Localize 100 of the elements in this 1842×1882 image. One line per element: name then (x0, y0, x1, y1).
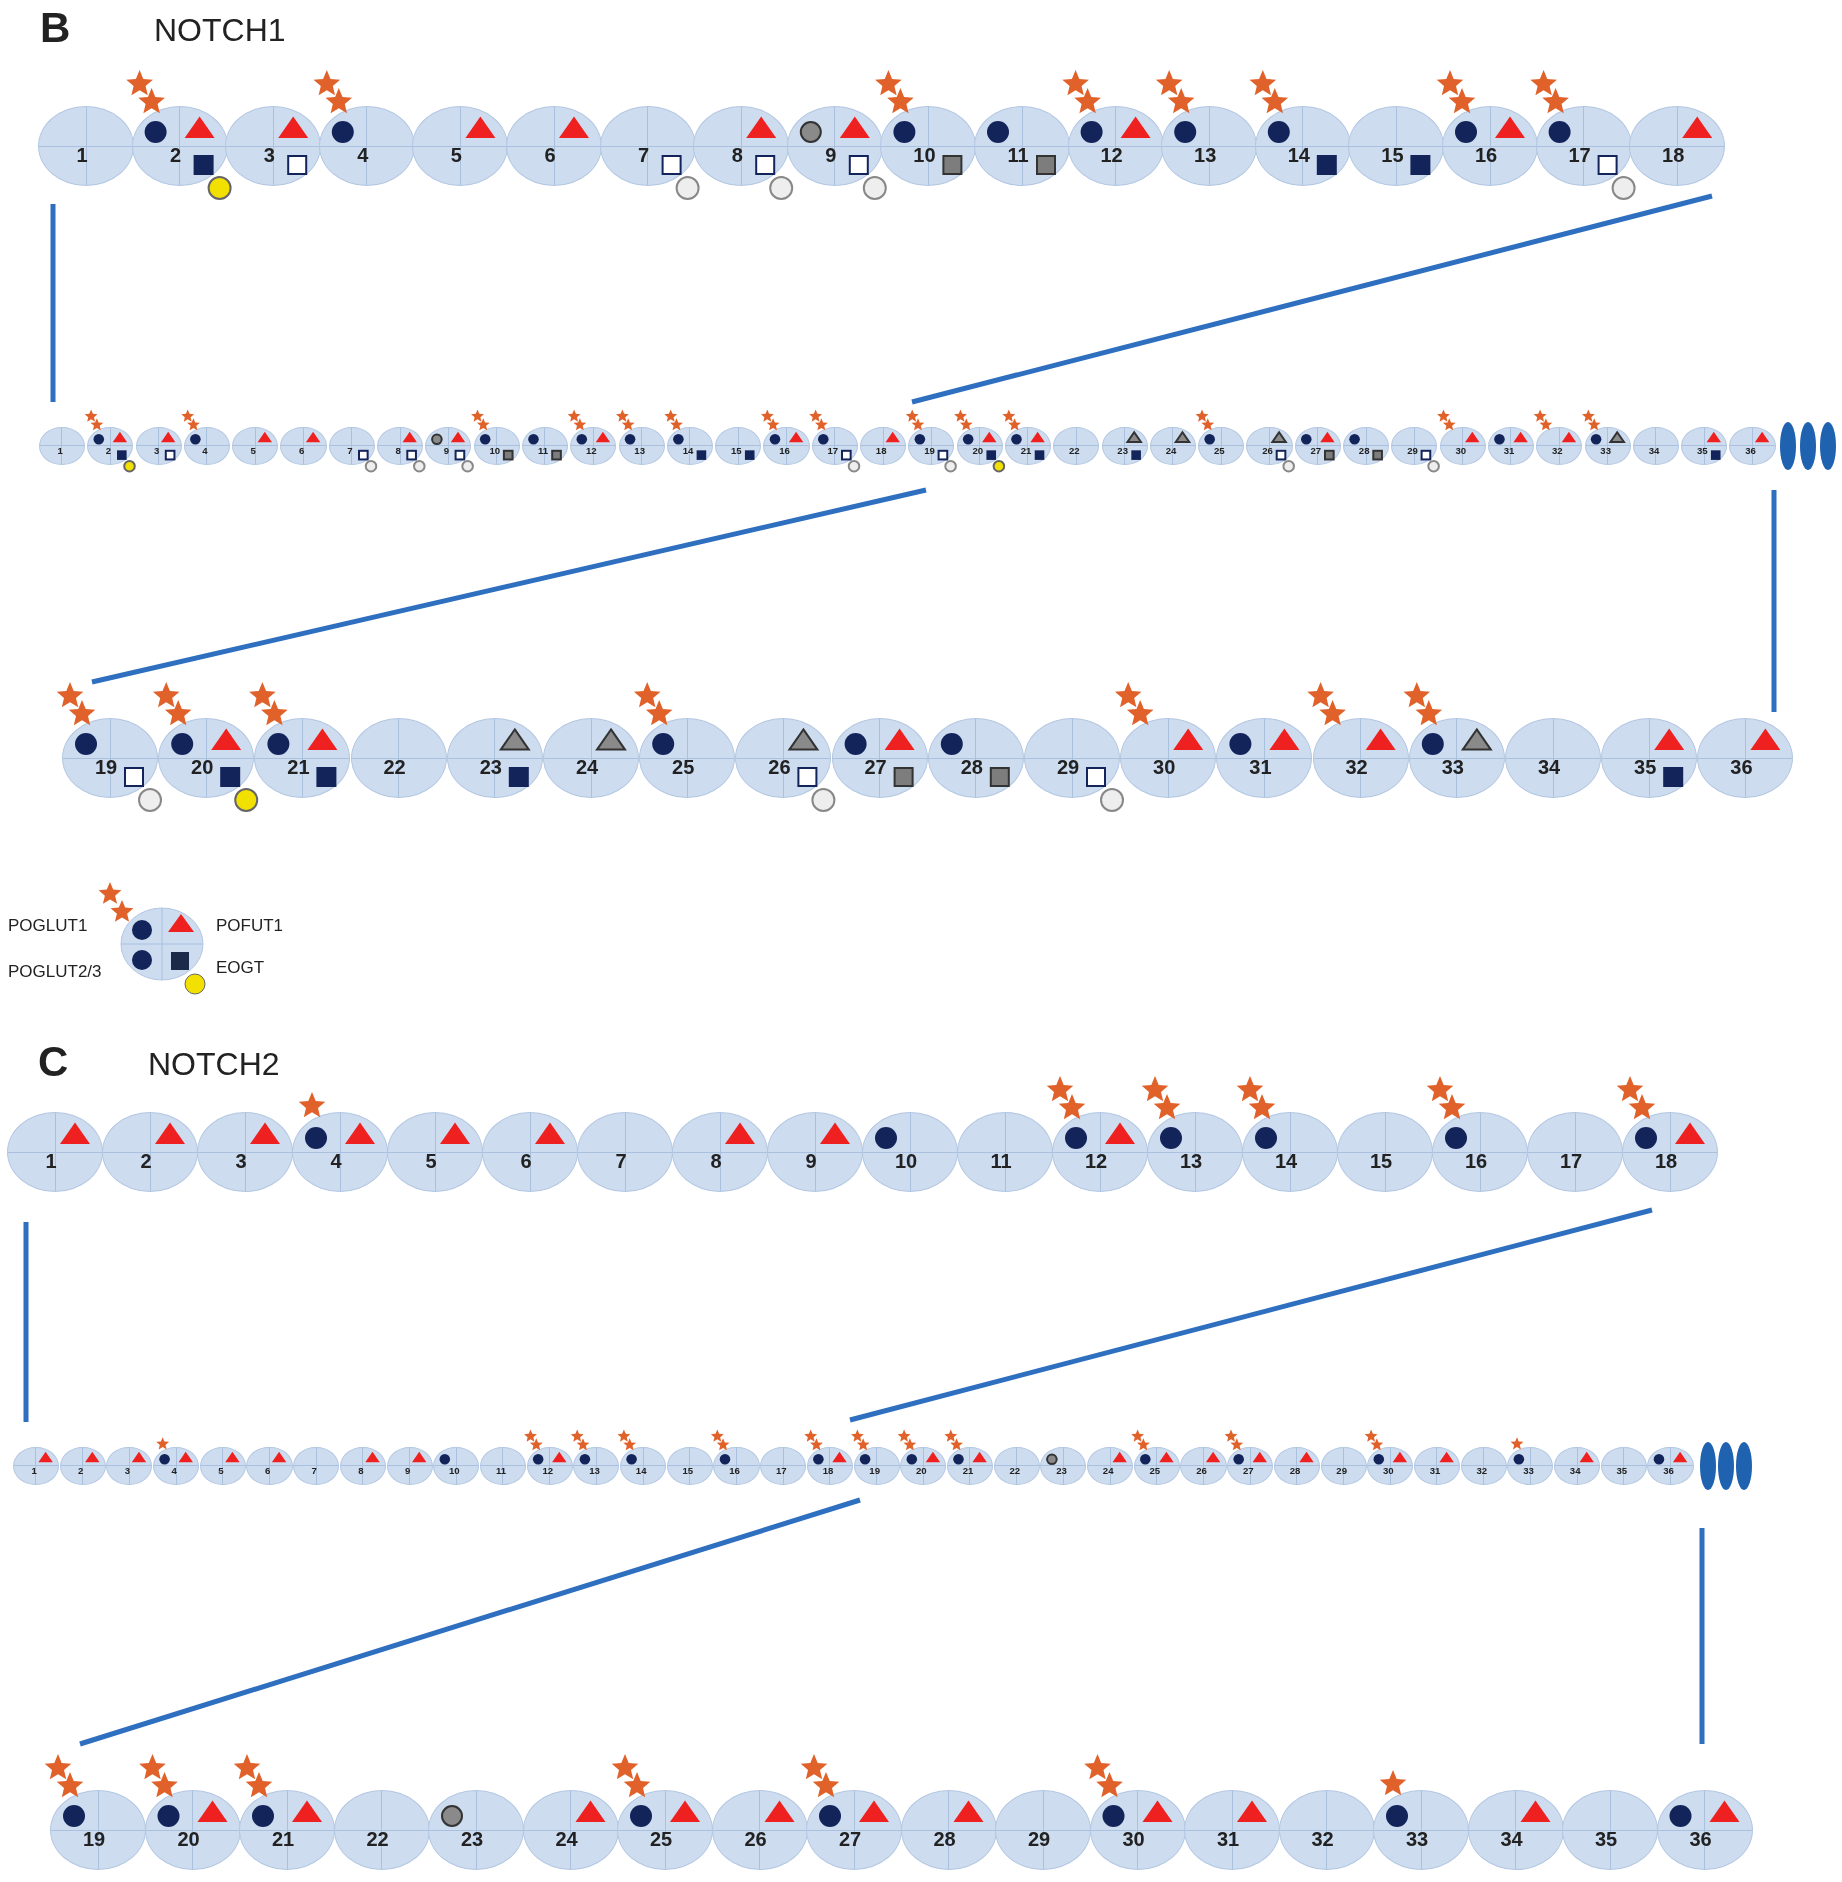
egf-domain: 7 (328, 426, 375, 466)
legend-label: POGLUT1 (8, 916, 88, 936)
egf-domain: 24 (1087, 1446, 1134, 1486)
egf-domain: 29 (1024, 718, 1120, 798)
egf-domain: 32 (1460, 1446, 1507, 1486)
egf-domain: 16 (713, 1446, 760, 1486)
egf-domain: 20 (144, 1790, 241, 1870)
egf-domain: 6 (246, 1446, 293, 1486)
egf-domain: 10 (433, 1446, 480, 1486)
egf-domain: 2 (102, 1112, 198, 1192)
egf-domain: 27 (806, 1790, 902, 1870)
egf-domain: 29 (1320, 1446, 1367, 1486)
egf-domain: 9 (386, 1446, 433, 1486)
egf-domain: 7 (293, 1446, 340, 1486)
egf-domain: 32 (1312, 718, 1409, 798)
egf-domain: 34 (1632, 426, 1679, 466)
egf-domain: 18 (1622, 1112, 1718, 1192)
egf-domain: 23 (428, 1790, 524, 1870)
egf-domain: 25 (1198, 426, 1245, 466)
egf-domain: 9 (767, 1112, 863, 1192)
egf-domain: 26 (711, 1790, 808, 1870)
egf-domain: 4 (318, 106, 415, 186)
egf-domain: 8 (672, 1112, 768, 1192)
egf-domain: 28 (927, 718, 1024, 798)
egf-domain: 32 (1278, 1790, 1375, 1870)
panel-letter: C (38, 1038, 69, 1086)
egf-domain: 35 (1600, 1446, 1647, 1486)
egf-domain: 31 (1413, 1446, 1461, 1486)
egf-domain: 34 (1505, 718, 1601, 798)
egf-domain: 25 (617, 1790, 713, 1870)
egf-domain: 23 (1040, 1446, 1087, 1486)
egf-domain: 25 (639, 718, 736, 798)
egf-domain: 22 (333, 1790, 430, 1870)
egf-domain: 35 (1562, 1790, 1658, 1870)
egf-domain: 13 (618, 426, 665, 466)
egf-domain: 17 (760, 1446, 807, 1486)
egf-domain: 32 (1536, 426, 1583, 466)
egf-domain: 1 (38, 426, 86, 466)
egf-domain: 3 (197, 1112, 293, 1192)
egf-domain: 30 (1439, 426, 1486, 466)
egf-domain: 6 (280, 426, 327, 466)
egf-domain: 28 (1273, 1446, 1320, 1486)
egf-domain: 21 (946, 1446, 994, 1486)
egf-domain: 21 (239, 1790, 335, 1870)
egf-domain: 35 (1601, 718, 1698, 798)
egf-domain: 13 (1161, 106, 1258, 186)
egf-domain: 11 (957, 1112, 1053, 1192)
egf-domain: 14 (1242, 1112, 1338, 1192)
egf-domain: 29 (1391, 426, 1438, 466)
egf-domain: 12 (1067, 106, 1164, 186)
egf-domain: 23 (446, 718, 543, 798)
egf-domain: 1 (7, 1112, 103, 1192)
panel-letter: B (40, 4, 71, 52)
egf-domain: 28 (900, 1790, 997, 1870)
egf-domain: 24 (1149, 426, 1196, 466)
egf-domain: 30 (1120, 718, 1217, 798)
egf-domain: 15 (666, 1446, 713, 1486)
egf-domain: 34 (1467, 1790, 1564, 1870)
egf-domain: 16 (1442, 106, 1538, 186)
egf-domain: 18 (1629, 106, 1726, 186)
egf-domain: 6 (506, 106, 602, 186)
egf-domain: 34 (1554, 1446, 1601, 1486)
egf-domain: 4 (153, 1446, 200, 1486)
egf-domain: 17 (1527, 1112, 1623, 1192)
egf-domain: 22 (993, 1446, 1040, 1486)
egf-domain: 33 (1507, 1446, 1554, 1486)
egf-domain: 19 (50, 1790, 146, 1870)
egf-domain: 20 (900, 1446, 947, 1486)
egf-domain: 36 (1697, 718, 1794, 798)
legend-label: POGLUT2/3 (8, 962, 102, 982)
egf-domain: 16 (763, 426, 810, 466)
egf-domain: 5 (412, 106, 509, 186)
egf-domain: 29 (995, 1790, 1091, 1870)
egf-domain: 18 (860, 426, 907, 466)
egf-domain: 5 (199, 1446, 246, 1486)
egf-domain: 11 (479, 1446, 527, 1486)
egf-domain: 7 (577, 1112, 673, 1192)
legend-label: POFUT1 (216, 916, 284, 936)
egf-domain: 30 (1367, 1446, 1414, 1486)
egf-domain: 12 (570, 426, 617, 466)
egf-domain: 11 (974, 106, 1070, 186)
egf-domain: 4 (292, 1112, 388, 1192)
egf-domain: 5 (387, 1112, 483, 1192)
egf-domain: 5 (232, 426, 279, 466)
egf-domain: 31 (1487, 426, 1535, 466)
egf-domain: 22 (1053, 426, 1100, 466)
egf-domain: 6 (482, 1112, 578, 1192)
egf-domain: 24 (522, 1790, 619, 1870)
egf-domain: 35 (1681, 426, 1728, 466)
egf-domain: 22 (350, 718, 447, 798)
egf-domain: 3 (135, 426, 182, 466)
egf-domain: 16 (1432, 1112, 1528, 1192)
egf-domain: 18 (806, 1446, 853, 1486)
gene-title: NOTCH2 (148, 1046, 280, 1083)
egf-domain: 12 (526, 1446, 573, 1486)
egf-domain: 25 (1133, 1446, 1180, 1486)
egf-domain: 2 (59, 1446, 106, 1486)
egf-domain: 31 (1184, 1790, 1280, 1870)
egf-domain: 30 (1089, 1790, 1186, 1870)
egf-domain: 28 (1343, 426, 1390, 466)
